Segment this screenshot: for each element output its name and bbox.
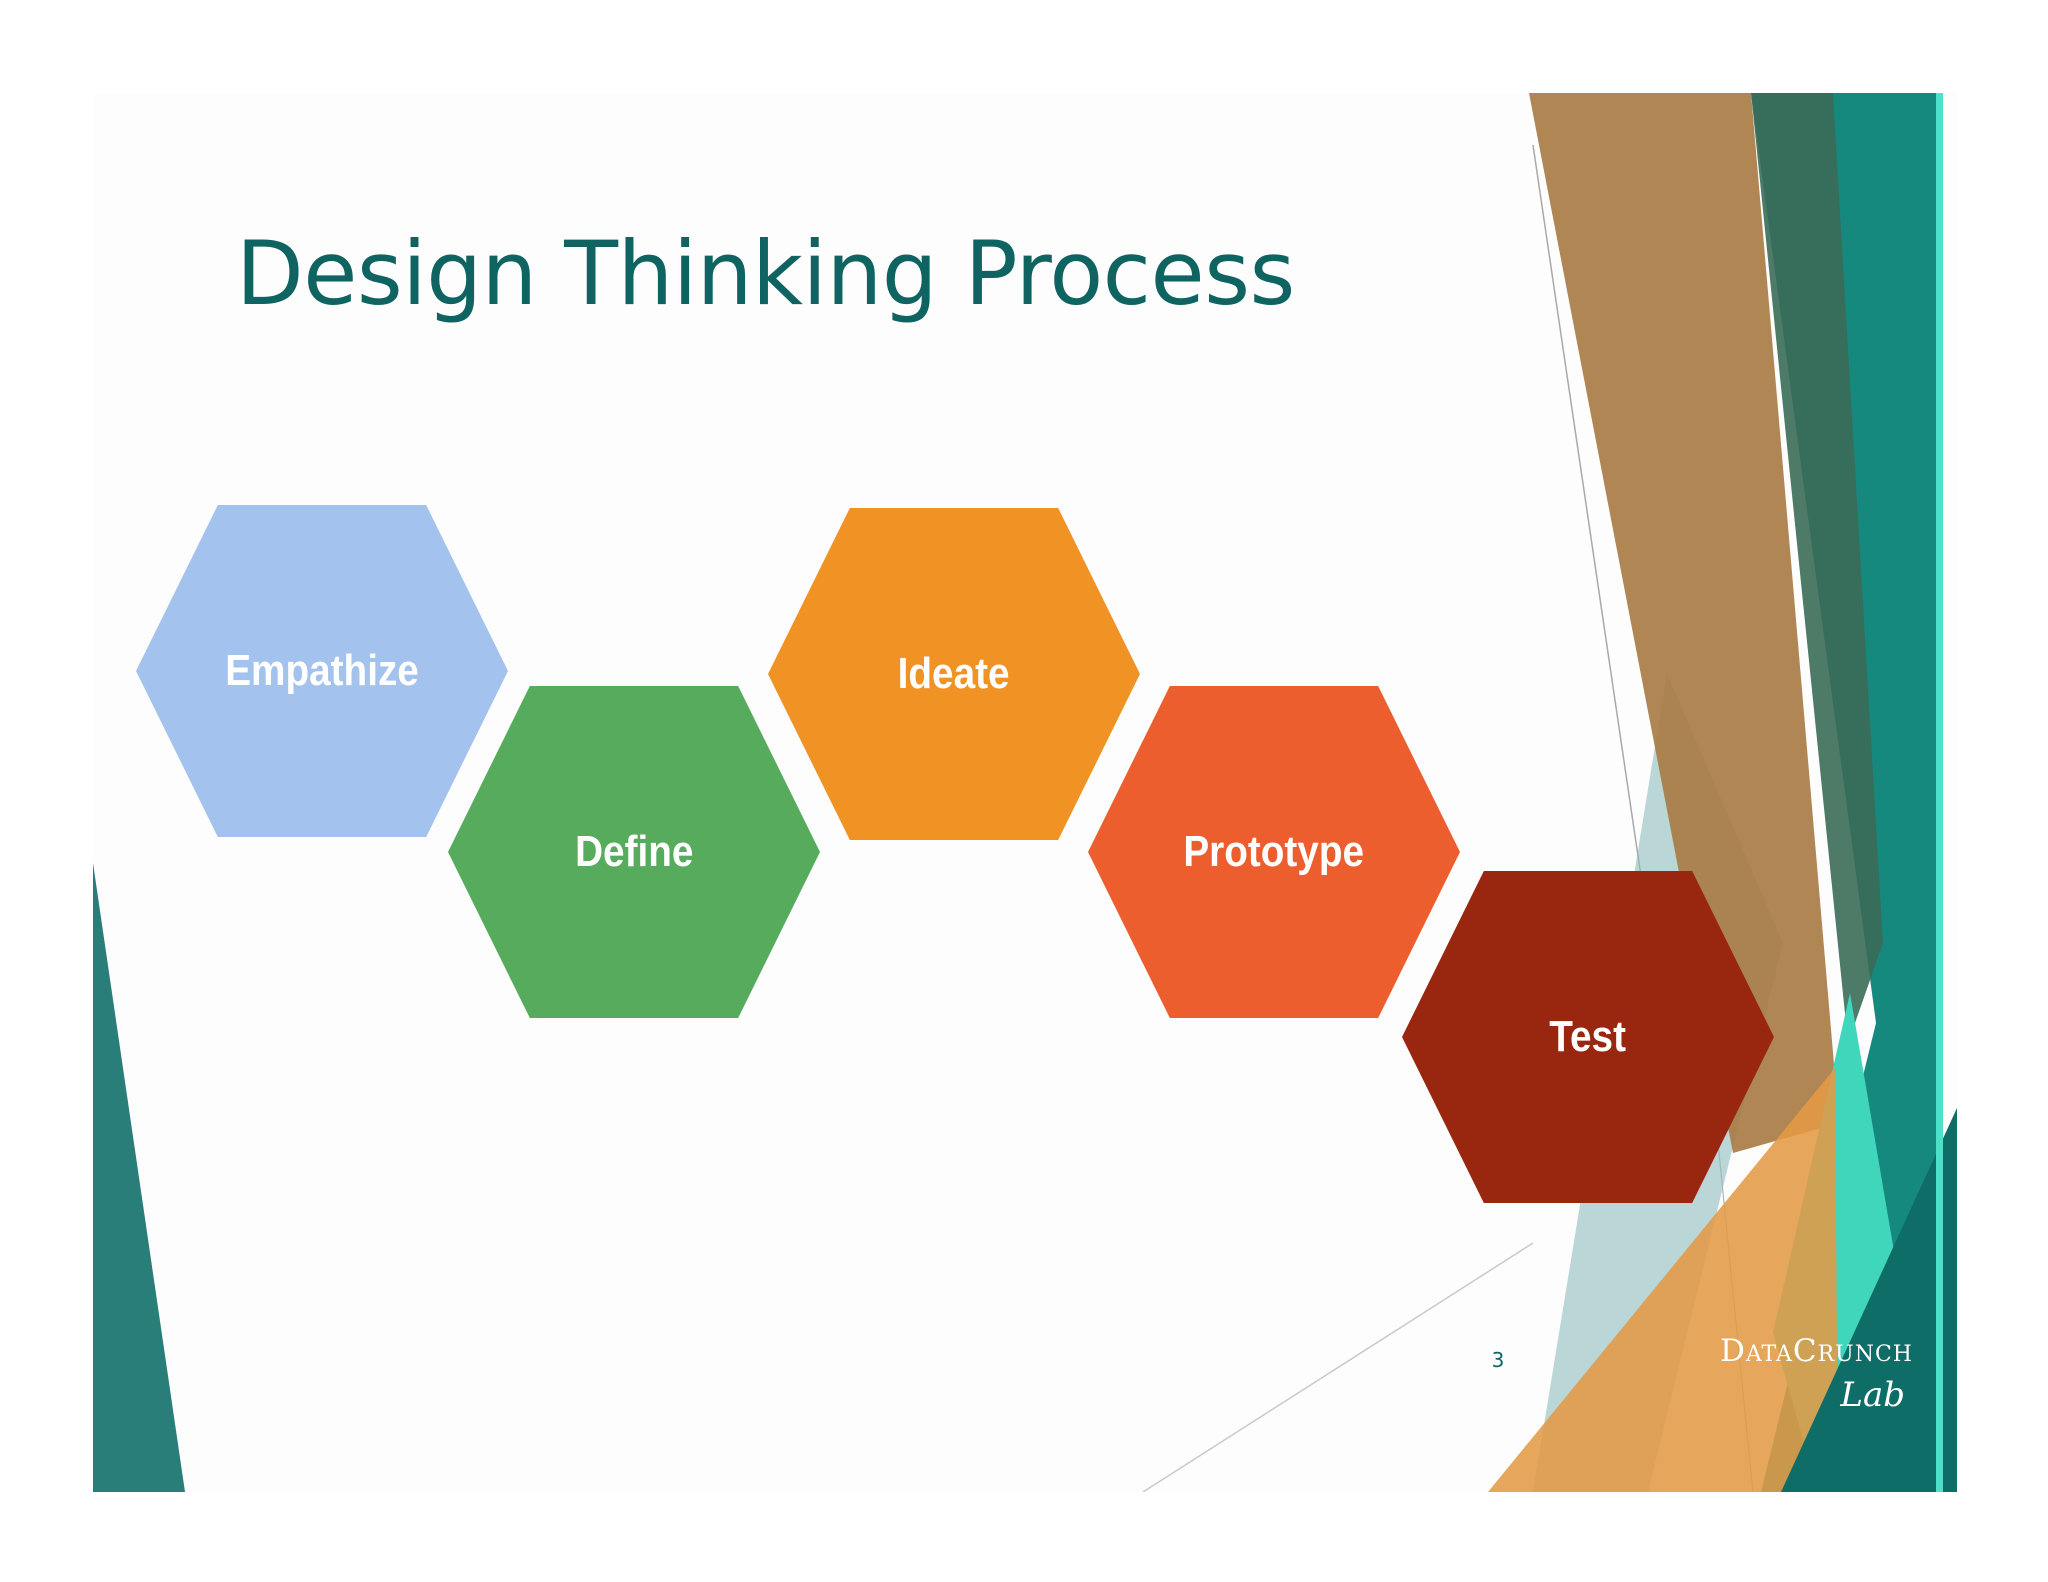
step-label: Empathize (225, 646, 419, 695)
brand-name: DataCrunch (1720, 1333, 1913, 1369)
dark-teal-triangle (1781, 1108, 1957, 1492)
brand-logo: DataCrunch Lab (1623, 1333, 1913, 1415)
corner-triangle-left (93, 863, 185, 1492)
amber-triangle (1488, 1068, 1838, 1492)
dark-green-band (1751, 93, 1883, 1043)
slide: Design Thinking Process Empathize Define… (93, 93, 1957, 1492)
brand-subtitle: Lab (1840, 1375, 1905, 1415)
accent-line (1142, 1242, 1534, 1492)
step-prototype: Prototype (1088, 686, 1460, 1018)
bronze-band (1529, 93, 1839, 1153)
step-empathize: Empathize (136, 505, 508, 837)
edge-strip (1936, 93, 1943, 1492)
step-ideate: Ideate (768, 508, 1140, 840)
step-test: Test (1402, 871, 1774, 1203)
slide-number: 3 (1491, 1348, 1505, 1372)
step-label: Ideate (898, 649, 1010, 698)
slide-title: Design Thinking Process (236, 222, 1295, 325)
step-label: Test (1549, 1012, 1627, 1061)
teal-band (1751, 93, 1936, 1492)
step-label: Define (574, 827, 694, 876)
step-define: Define (448, 686, 820, 1018)
step-label: Prototype (1183, 827, 1365, 876)
